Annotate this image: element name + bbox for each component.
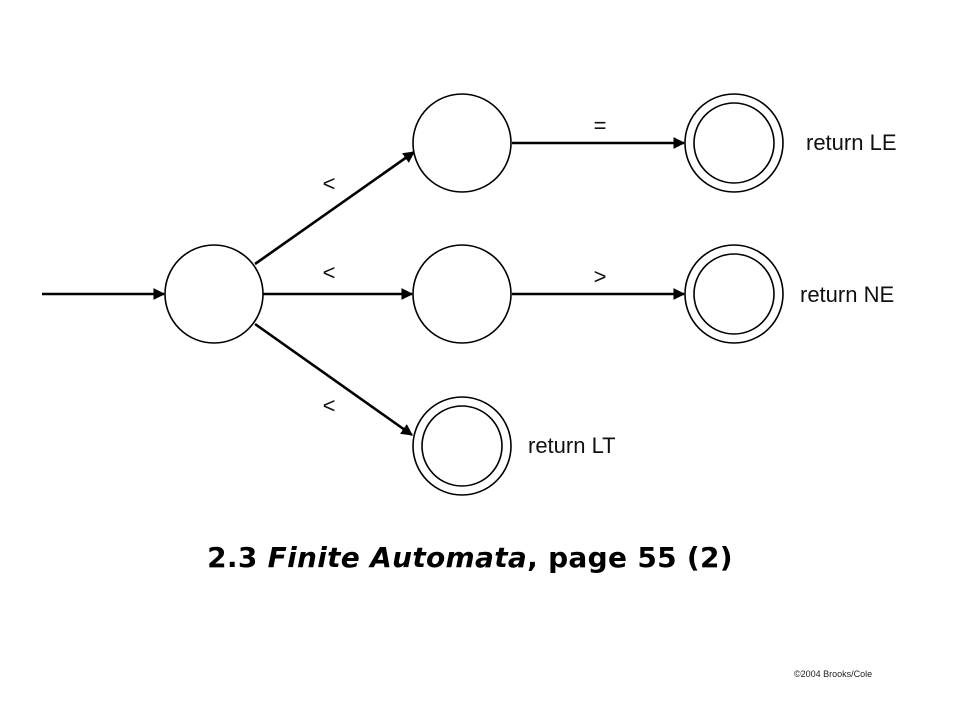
output-label-ne: return NE: [800, 282, 894, 307]
edge-start-to-s1: [254, 150, 415, 266]
edge-label-start-to-s1: <: [323, 171, 336, 196]
caption-page-ref: , page 55 (2): [527, 541, 733, 574]
output-label-le: return LE: [806, 130, 897, 155]
accept-state-le: [684, 93, 784, 193]
edge-start-to-s3: [254, 322, 413, 437]
edge-label-s1-to-le: =: [594, 113, 607, 138]
caption-section-number: 2.3: [207, 541, 268, 574]
caption-title: Finite Automata: [267, 541, 528, 574]
state-start: [164, 244, 264, 344]
slide-caption: 2.3 Finite Automata, page 55 (2): [0, 541, 940, 574]
accept-state-ne: [684, 244, 784, 344]
state-s1: [412, 93, 512, 193]
edge-label-start-to-s2: <: [323, 260, 336, 285]
edge-label-s2-to-ne: >: [594, 264, 607, 289]
edge-label-start-to-s3: <: [323, 393, 336, 418]
output-label-lt: return LT: [528, 433, 616, 458]
state-s2: [412, 244, 512, 344]
accept-state-lt: [412, 396, 512, 496]
copyright-notice: ©2004 Brooks/Cole: [794, 669, 873, 679]
